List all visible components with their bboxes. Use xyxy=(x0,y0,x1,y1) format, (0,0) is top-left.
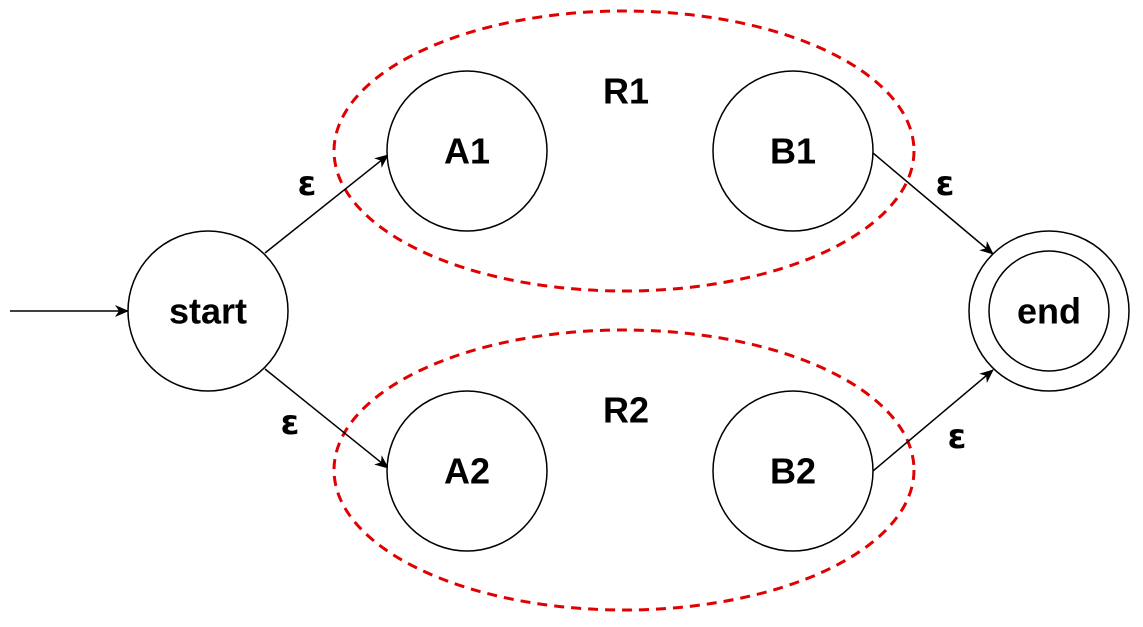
state-b2-label: B2 xyxy=(770,451,816,492)
edge-start-to-a2-label: ε xyxy=(281,403,300,443)
accepting-inner-ring xyxy=(988,250,1110,372)
region-r1-label: R1 xyxy=(603,71,649,112)
state-b1: B1 xyxy=(712,70,874,232)
state-b2: B2 xyxy=(712,390,874,552)
state-b1-label: B1 xyxy=(770,131,816,172)
edge-b2-to-end xyxy=(872,369,994,472)
edge-start-to-a2 xyxy=(264,368,389,469)
edge-b1-to-end-label: ε xyxy=(936,164,955,204)
state-start: start xyxy=(127,230,289,392)
edge-b2-to-end-label: ε xyxy=(948,417,967,457)
edge-start-to-a1-label: ε xyxy=(298,164,317,204)
state-start-label: start xyxy=(169,291,247,332)
edge-start-to-a1 xyxy=(264,154,389,254)
region-r2-label: R2 xyxy=(603,390,649,431)
region-r1-boundary xyxy=(332,9,916,293)
state-a1-label: A1 xyxy=(444,131,490,172)
region-r2-boundary xyxy=(332,328,916,612)
state-a2: A2 xyxy=(386,390,548,552)
state-a2-label: A2 xyxy=(444,451,490,492)
state-end-accepting: end xyxy=(968,230,1130,392)
state-a1: A1 xyxy=(386,70,548,232)
state-end-label: end xyxy=(1017,291,1081,332)
edge-b1-to-end xyxy=(872,152,994,255)
